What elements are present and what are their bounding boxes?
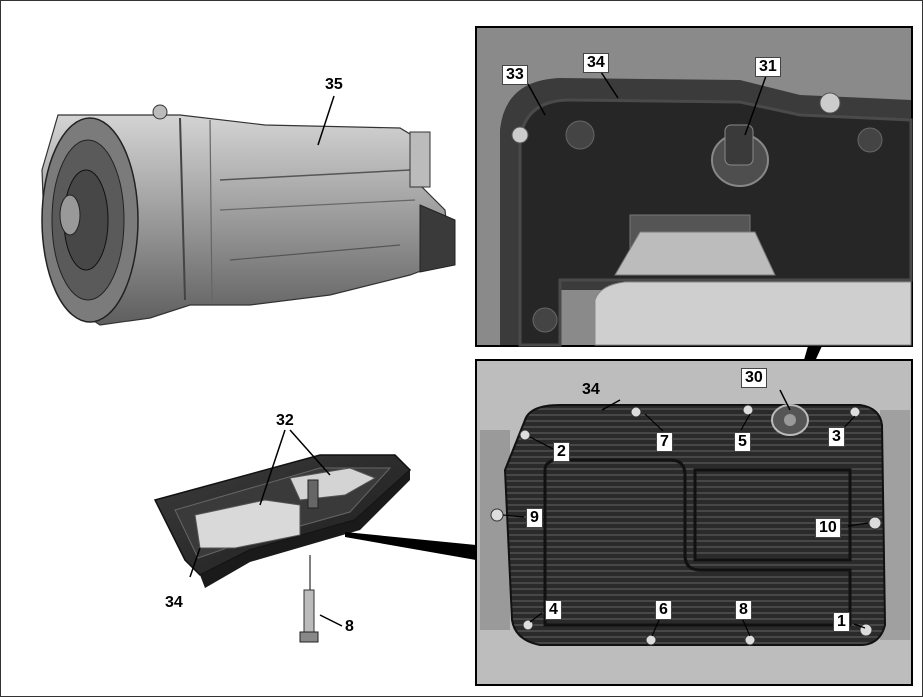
- callout-4: 4: [545, 600, 562, 620]
- transmission-assembly: [41, 104, 456, 326]
- callout-5: 5: [734, 432, 751, 452]
- callout-34-mid: 34: [582, 381, 600, 398]
- callout-10: 10: [815, 518, 841, 538]
- callout-3: 3: [828, 427, 845, 447]
- bolt-8: [299, 589, 319, 643]
- callout-6: 6: [655, 600, 672, 620]
- callout-7: 7: [656, 432, 673, 452]
- callout-8: 8: [735, 600, 752, 620]
- oil-pan-assembly: [153, 454, 412, 588]
- callout-31: 31: [755, 57, 781, 77]
- callout-1: 1: [833, 612, 850, 632]
- callout-30: 30: [741, 368, 767, 388]
- photo-detail-oil-filter: [475, 26, 913, 347]
- callout-34-left: 34: [165, 594, 183, 611]
- leader-35: [317, 95, 335, 146]
- callout-33: 33: [502, 65, 528, 85]
- callout-34-top: 34: [583, 53, 609, 73]
- pointer-wedge-bottom: [345, 532, 476, 560]
- callout-2: 2: [553, 442, 570, 462]
- callout-8-bolt: 8: [345, 618, 354, 635]
- callout-35: 35: [325, 76, 343, 93]
- callout-32: 32: [276, 412, 294, 429]
- callout-9: 9: [526, 508, 543, 528]
